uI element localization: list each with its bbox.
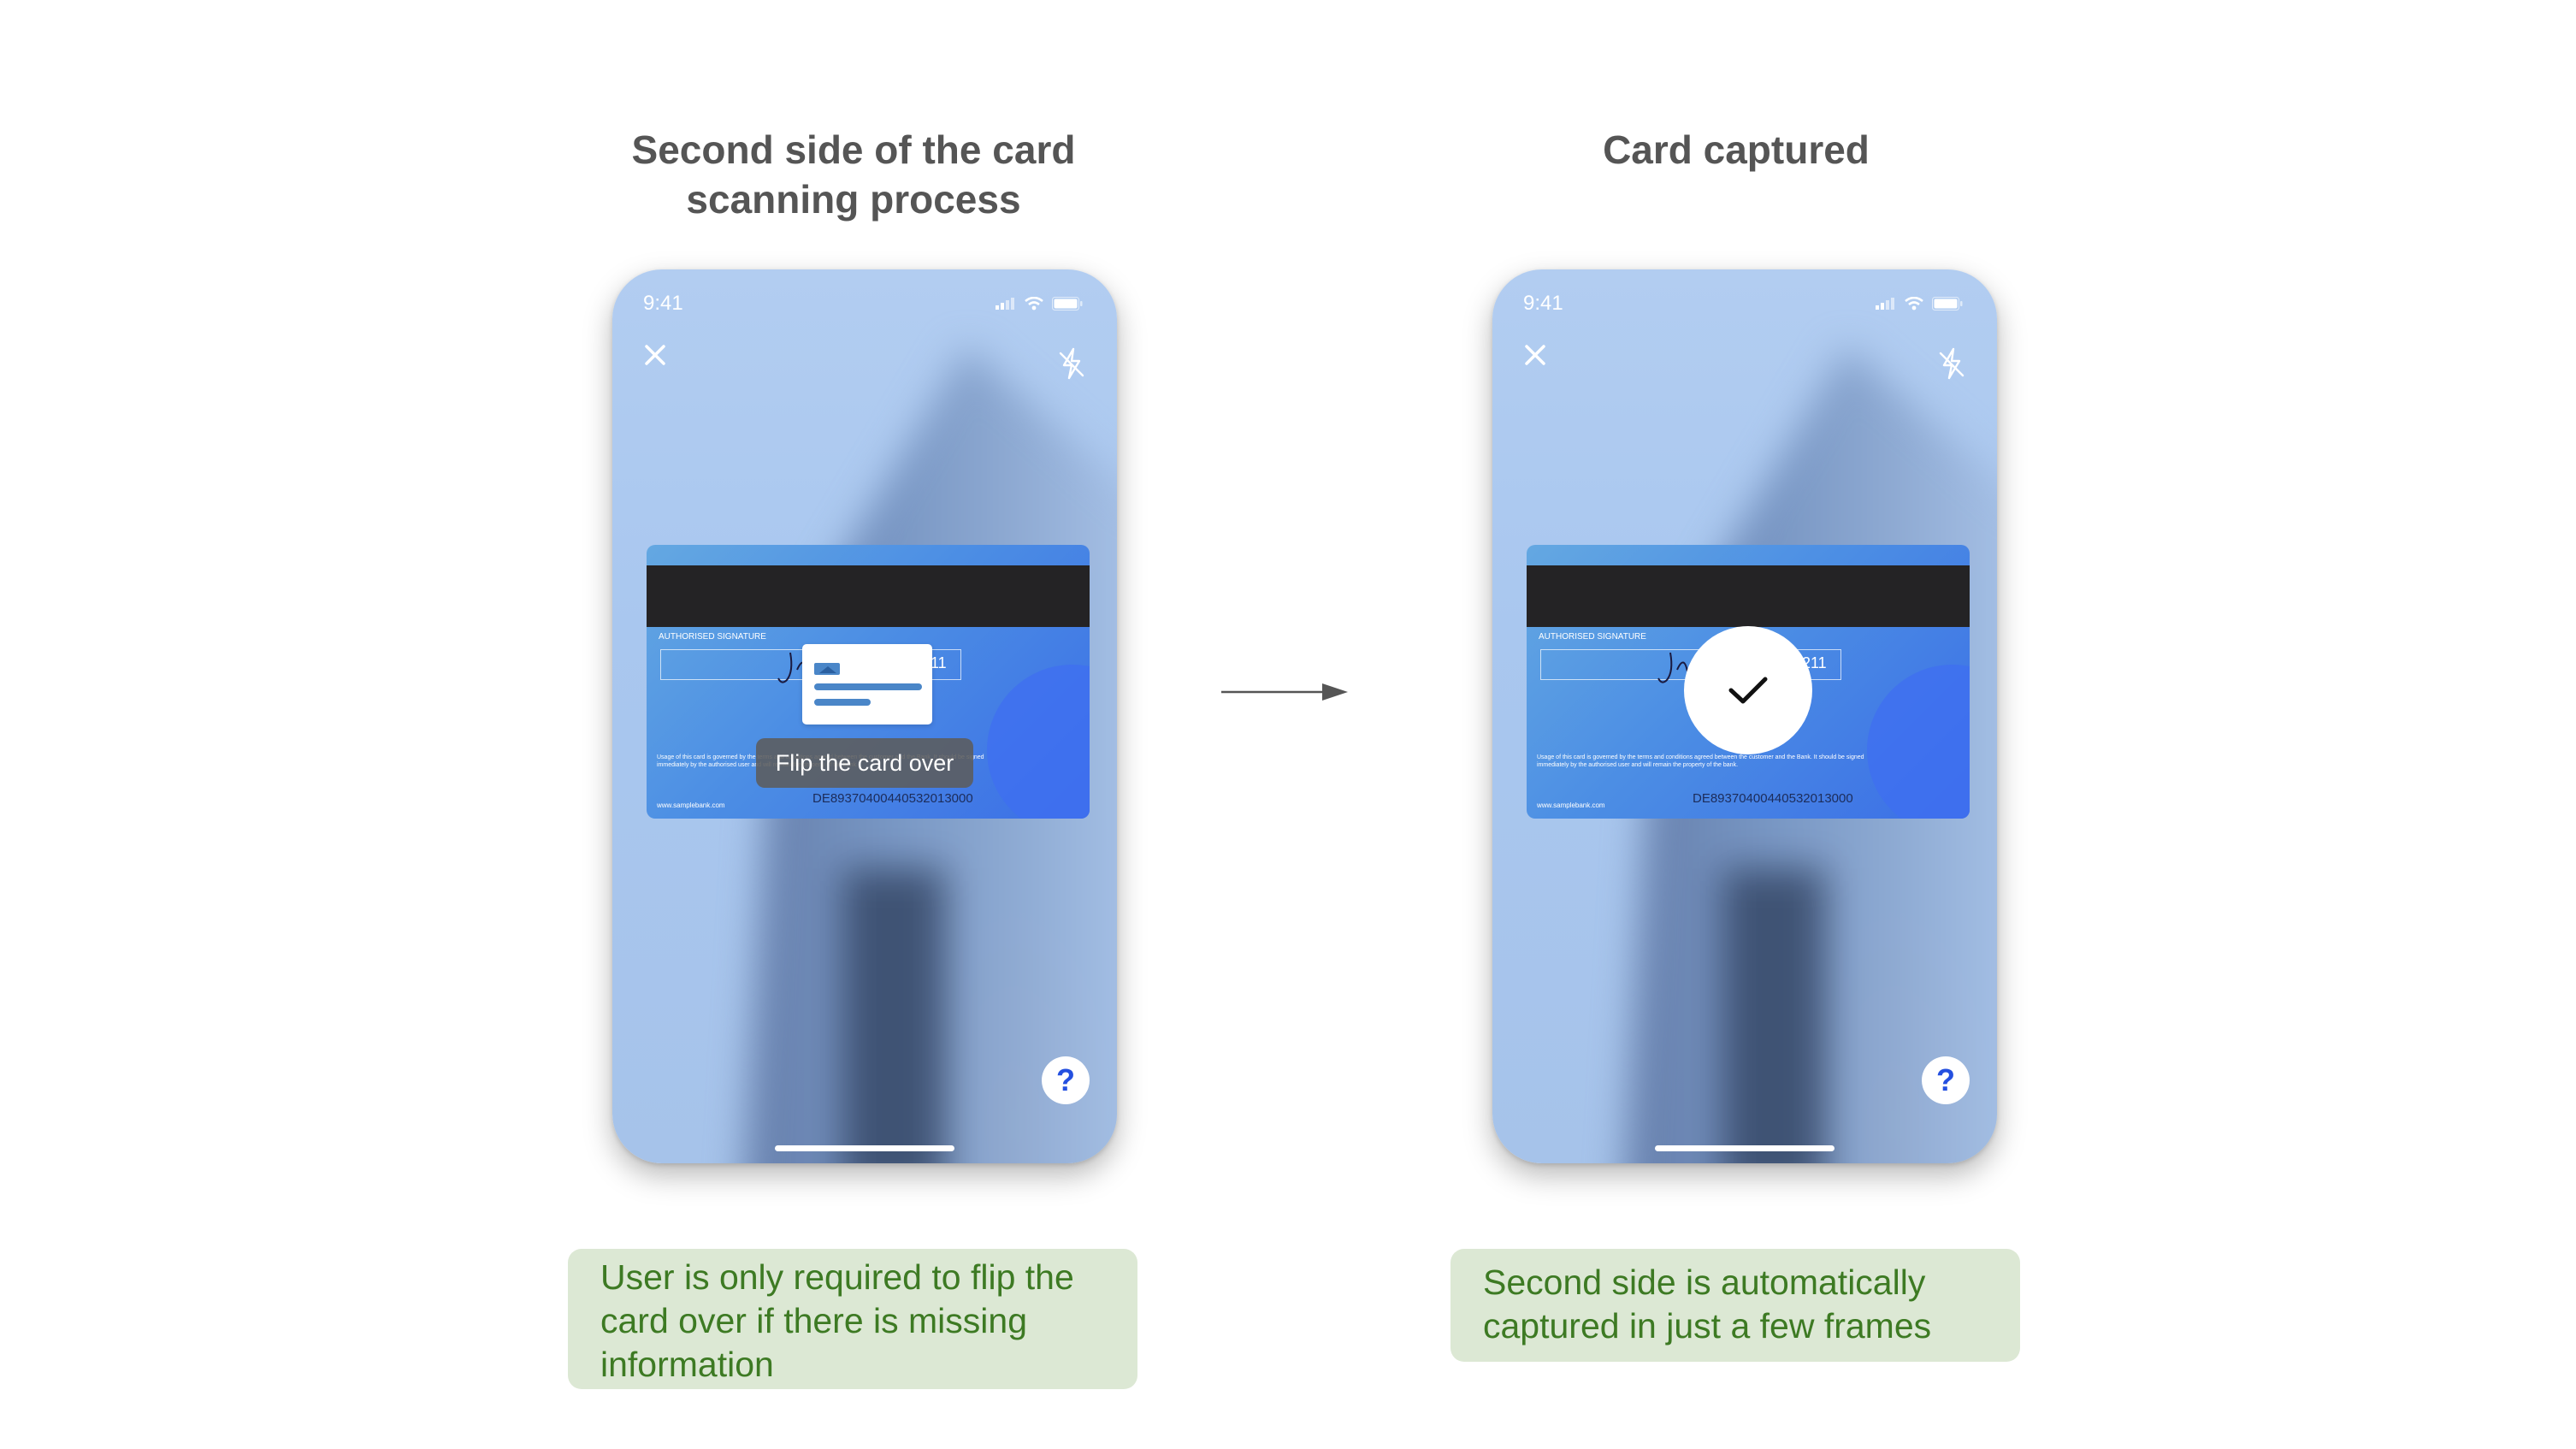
panel-title-second-side: Second side of the card scanning process	[631, 127, 1076, 222]
close-icon[interactable]	[638, 338, 672, 372]
status-icons	[1876, 297, 1963, 310]
signal-icon	[996, 298, 1014, 310]
flash-off-icon[interactable]	[1057, 346, 1086, 381]
card-iban: DE89370400440532013000	[1693, 791, 1853, 806]
wifi-icon	[1905, 297, 1923, 310]
phone-frame-card-captured: 9:41 AUTHORISED SIGNATURE	[1492, 269, 1997, 1163]
card-decoration	[987, 665, 1090, 819]
card-iban: DE89370400440532013000	[812, 791, 973, 806]
panel-title-card-captured: Card captured	[1603, 127, 1870, 172]
background-building-shadow	[843, 868, 946, 1163]
battery-icon	[1052, 297, 1083, 310]
capture-success-badge	[1684, 626, 1812, 754]
signature-label: AUTHORISED SIGNATURE	[659, 632, 766, 642]
status-time: 9:41	[643, 292, 683, 315]
signature-label: AUTHORISED SIGNATURE	[1539, 632, 1646, 642]
close-icon[interactable]	[1518, 338, 1552, 372]
card-website: www.samplebank.com	[1537, 801, 1605, 809]
card-back: AUTHORISED SIGNATURE 211 Usage of this c…	[1527, 545, 1970, 819]
card-fine-print: Usage of this card is governed by the te…	[1537, 754, 1864, 768]
checkmark-icon	[1728, 677, 1768, 704]
note-flip-required: User is only required to flip the card o…	[568, 1249, 1137, 1389]
arrow-right-icon	[1221, 683, 1348, 701]
note-auto-capture: Second side is automatically captured in…	[1450, 1249, 2020, 1362]
flash-off-icon[interactable]	[1937, 346, 1966, 381]
status-time: 9:41	[1523, 292, 1563, 315]
card-flip-icon	[814, 663, 922, 706]
home-indicator	[775, 1145, 954, 1151]
card-decoration	[1867, 665, 1970, 819]
magnetic-stripe	[647, 565, 1090, 627]
help-button[interactable]: ?	[1922, 1056, 1970, 1104]
signal-icon	[1876, 298, 1894, 310]
flip-card-illustration	[802, 644, 932, 724]
wifi-icon	[1025, 297, 1043, 310]
help-button[interactable]: ?	[1042, 1056, 1090, 1104]
status-icons	[996, 297, 1083, 310]
background-building-shadow	[1723, 868, 1826, 1163]
flip-card-tooltip: Flip the card over	[756, 738, 973, 788]
phone-frame-second-side: 9:41 AUTHORISED SIGNATURE	[612, 269, 1117, 1163]
card-website: www.samplebank.com	[657, 801, 725, 809]
battery-icon	[1932, 297, 1963, 310]
home-indicator	[1655, 1145, 1835, 1151]
magnetic-stripe	[1527, 565, 1970, 627]
